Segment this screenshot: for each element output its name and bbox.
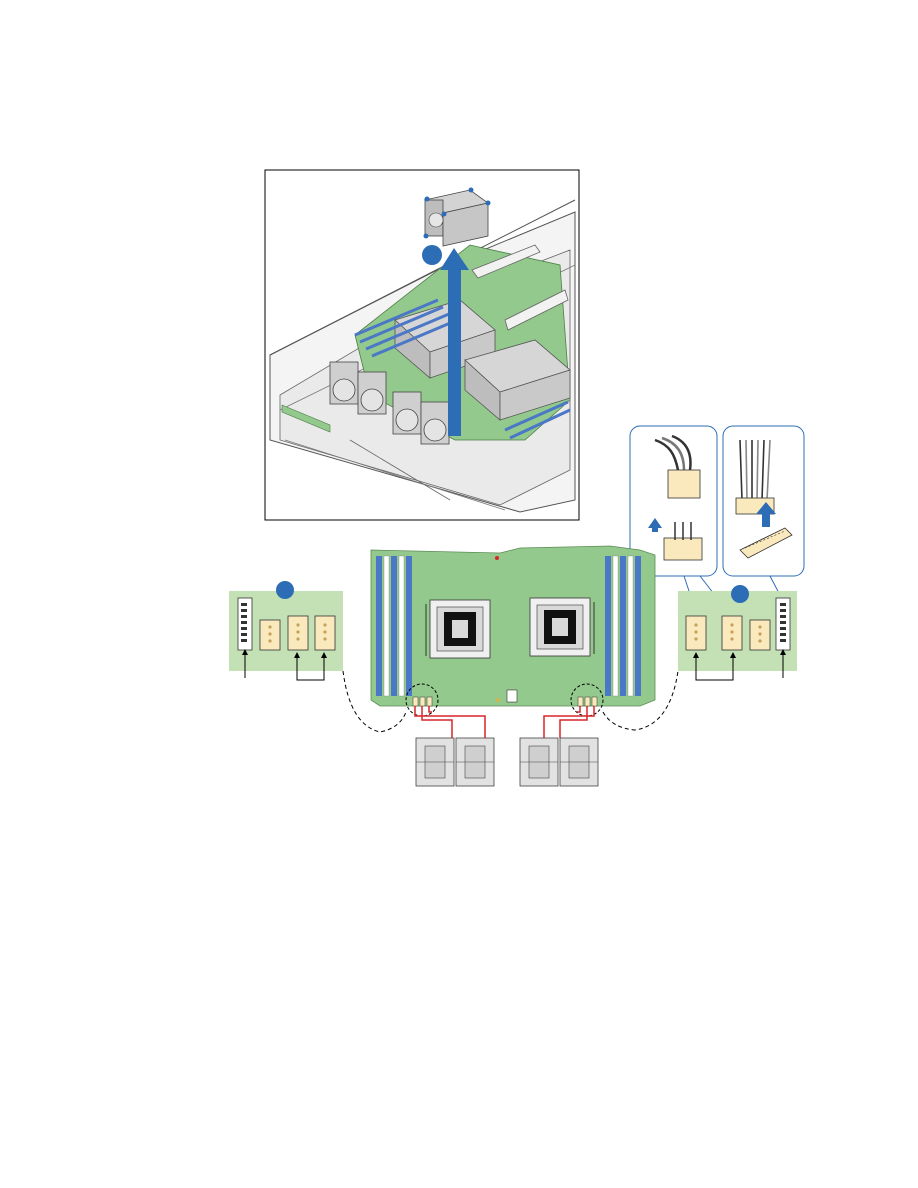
fan-connector-icon xyxy=(668,470,700,498)
fan-module-3 xyxy=(520,738,558,786)
dimm-slots-right xyxy=(605,556,641,696)
cpu-socket-1 xyxy=(426,600,490,658)
step-1-callout xyxy=(422,245,442,265)
step-2-callout-right xyxy=(731,585,749,603)
step-2-callout-left xyxy=(276,581,294,599)
right-connector-panel xyxy=(678,585,797,680)
chassis-illustration xyxy=(265,170,579,520)
fan-cables xyxy=(415,706,594,738)
connector-detail-multipin xyxy=(723,426,804,576)
board-fan-headers-right xyxy=(578,697,597,706)
motherboard-top-view xyxy=(371,546,655,706)
cpu-socket-2 xyxy=(530,598,594,656)
left-connector-panel xyxy=(229,581,343,680)
fan-module-4 xyxy=(560,738,598,786)
board-fan-headers-left xyxy=(413,697,432,706)
fan-module-icon xyxy=(416,738,598,786)
fan-module-2 xyxy=(456,738,494,786)
dimm-slots-left xyxy=(376,556,412,696)
fan-module-1 xyxy=(416,738,454,786)
